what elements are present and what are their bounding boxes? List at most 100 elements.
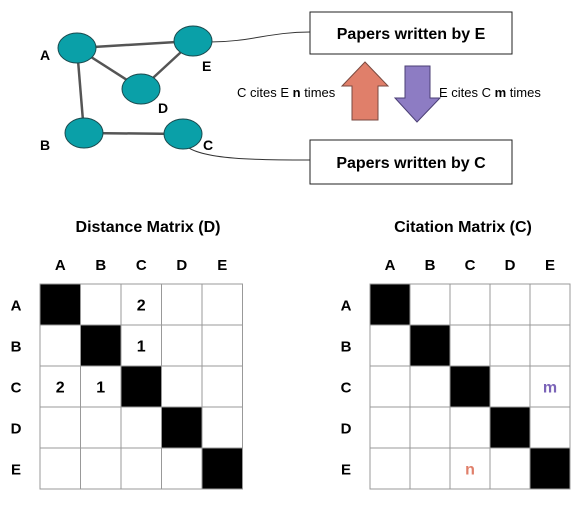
dist-cell: [39, 365, 81, 408]
cit-cell: [409, 406, 451, 449]
dist-cell-value: 1: [96, 380, 105, 397]
node-d: [121, 73, 161, 105]
dist-col-label-b: B: [95, 257, 106, 274]
dist-cell: [39, 283, 81, 326]
connector-e-to-box: [209, 31, 311, 43]
dist-cell: [161, 324, 203, 367]
cit-cell: [369, 447, 411, 490]
node-e: [173, 25, 213, 57]
cit-cell: [489, 283, 531, 326]
node-label-b: B: [40, 137, 50, 153]
dist-col-label-a: A: [55, 257, 66, 274]
arrow-up: [340, 61, 390, 121]
dist-row-label-b: B: [11, 339, 22, 356]
cit-cell: [369, 324, 411, 367]
cit-cell: [449, 406, 491, 449]
label-e-cites-c: E cites C m times: [439, 85, 541, 100]
node-label-d: D: [158, 100, 168, 116]
cit-col-label-d: D: [505, 257, 516, 274]
dist-row-label-a: A: [11, 298, 22, 315]
cit-cell: [529, 324, 571, 367]
dist-cell: [161, 283, 203, 326]
cit-col-label-c: C: [465, 257, 476, 274]
dist-cell: [39, 406, 81, 449]
dist-cell: [201, 406, 243, 449]
dist-row-label-e: E: [11, 462, 21, 479]
cit-row-label-d: D: [341, 421, 352, 438]
cit-row-label-a: A: [341, 298, 352, 315]
cit-cell: [449, 447, 491, 490]
dist-cell: [120, 365, 162, 408]
dist-cell-value: 1: [137, 339, 146, 356]
cit-cell: [409, 283, 451, 326]
cit-cell: [529, 406, 571, 449]
dist-cell-value: 2: [56, 380, 65, 397]
cit-cell: [489, 365, 531, 408]
cit-cell: [489, 406, 531, 449]
cit-cell: [409, 365, 451, 408]
dist-cell: [201, 324, 243, 367]
citation-matrix-title: Citation Matrix (C): [394, 219, 532, 236]
dist-cell: [120, 324, 162, 367]
dist-cell: [120, 406, 162, 449]
cit-col-label-e: E: [545, 257, 555, 274]
cit-cell: [369, 365, 411, 408]
dist-cell: [80, 447, 122, 490]
dist-cell: [161, 406, 203, 449]
node-a: [57, 32, 97, 64]
cit-row-label-b: B: [341, 339, 352, 356]
cit-row-label-c: C: [341, 380, 352, 397]
cit-cell: [529, 283, 571, 326]
node-label-a: A: [40, 47, 50, 63]
dist-row-label-c: C: [11, 380, 22, 397]
dist-cell: [201, 365, 243, 408]
dist-cell: [161, 447, 203, 490]
cit-cell: [449, 365, 491, 408]
cit-cell: [449, 324, 491, 367]
dist-cell: [201, 447, 243, 490]
node-label-c: C: [203, 137, 213, 153]
arrow-down: [393, 65, 442, 123]
cit-cell: [449, 283, 491, 326]
box-papers-e: [309, 11, 513, 55]
node-b: [64, 117, 104, 149]
connector-c-to-box: [184, 144, 311, 161]
graph-nodes: [57, 25, 213, 150]
dist-cell: [120, 447, 162, 490]
dist-cell: [80, 324, 122, 367]
distance-matrix-title: Distance Matrix (D): [76, 219, 221, 236]
dist-cell: [201, 283, 243, 326]
cit-cell: [369, 406, 411, 449]
label-c-cites-e: C cites E n times: [237, 85, 336, 100]
cit-cell-value: n: [465, 462, 475, 479]
box-papers-e-label: Papers written by E: [337, 26, 486, 43]
node-label-e: E: [202, 58, 211, 74]
cit-row-label-e: E: [341, 462, 351, 479]
dist-row-label-d: D: [11, 421, 22, 438]
cit-cell: [529, 365, 571, 408]
cit-cell: [409, 447, 451, 490]
dist-cell: [80, 406, 122, 449]
cit-cell: [489, 447, 531, 490]
dist-cell: [161, 365, 203, 408]
box-papers-c-label: Papers written by C: [336, 155, 486, 172]
node-c: [163, 118, 203, 150]
distance-matrix: A B C D E A B C D E 2 1 2 1: [11, 257, 243, 490]
dist-cell: [39, 447, 81, 490]
dist-cell: [120, 283, 162, 326]
cit-cell: [369, 283, 411, 326]
cit-cell: [489, 324, 531, 367]
box-papers-c: [309, 139, 513, 185]
cit-cell: [409, 324, 451, 367]
dist-col-label-e: E: [217, 257, 227, 274]
cit-col-label-a: A: [385, 257, 396, 274]
dist-col-label-c: C: [136, 257, 147, 274]
dist-cell-value: 2: [137, 298, 146, 315]
dist-cell: [80, 283, 122, 326]
dist-col-label-d: D: [176, 257, 187, 274]
dist-cell: [39, 324, 81, 367]
cit-cell: [529, 447, 571, 490]
cit-cell-value: m: [543, 380, 557, 397]
